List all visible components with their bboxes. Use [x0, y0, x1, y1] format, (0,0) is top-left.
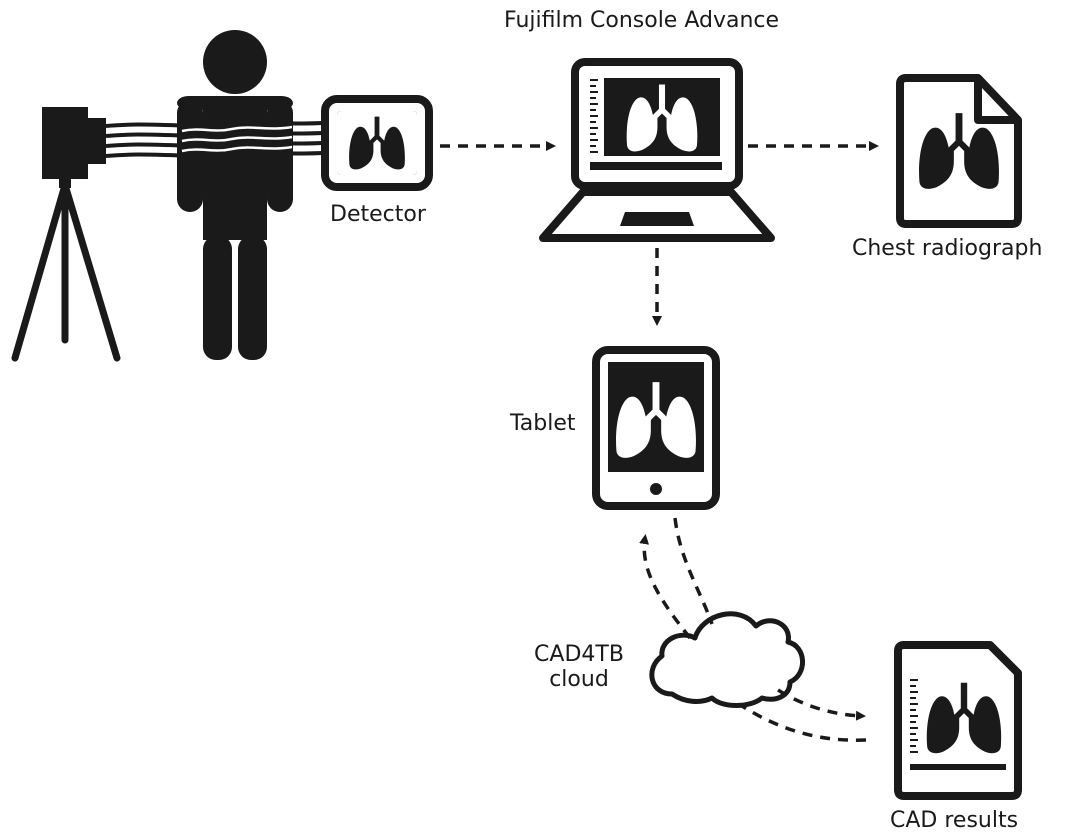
cad-results-label: CAD results [890, 808, 1019, 833]
beam-through-body [180, 125, 290, 127]
chest-radiograph-label: Chest radiograph [852, 236, 1043, 261]
cloud-label: CAD4TB cloud [524, 642, 634, 693]
cloud-label-line1: CAD4TB [534, 642, 624, 667]
connectors [440, 141, 879, 742]
document-lungs-icon [896, 74, 1022, 228]
cad-results-icon [894, 641, 1022, 800]
camera-tripod-icon [11, 107, 121, 362]
console-label: Fujifilm Console Advance [504, 8, 780, 33]
tablet-label: Tablet [510, 411, 576, 436]
cad-ruler-ticks [910, 679, 918, 753]
laptop-ruler-ticks [590, 79, 598, 153]
detector-lungs-icon [337, 111, 417, 175]
laptop-icon [539, 58, 775, 242]
person-icon [177, 30, 293, 360]
link-tablet-to-cloud [673, 517, 714, 625]
arrow-cloud-to-cad [777, 688, 866, 721]
tablet-icon [592, 346, 720, 510]
detector-label: Detector [330, 202, 426, 227]
arrow-cloud-to-tablet [639, 534, 692, 640]
beam-over-body [181, 125, 293, 153]
link-cad-to-cloud [741, 704, 867, 742]
cloud-label-line2: cloud [549, 667, 609, 693]
